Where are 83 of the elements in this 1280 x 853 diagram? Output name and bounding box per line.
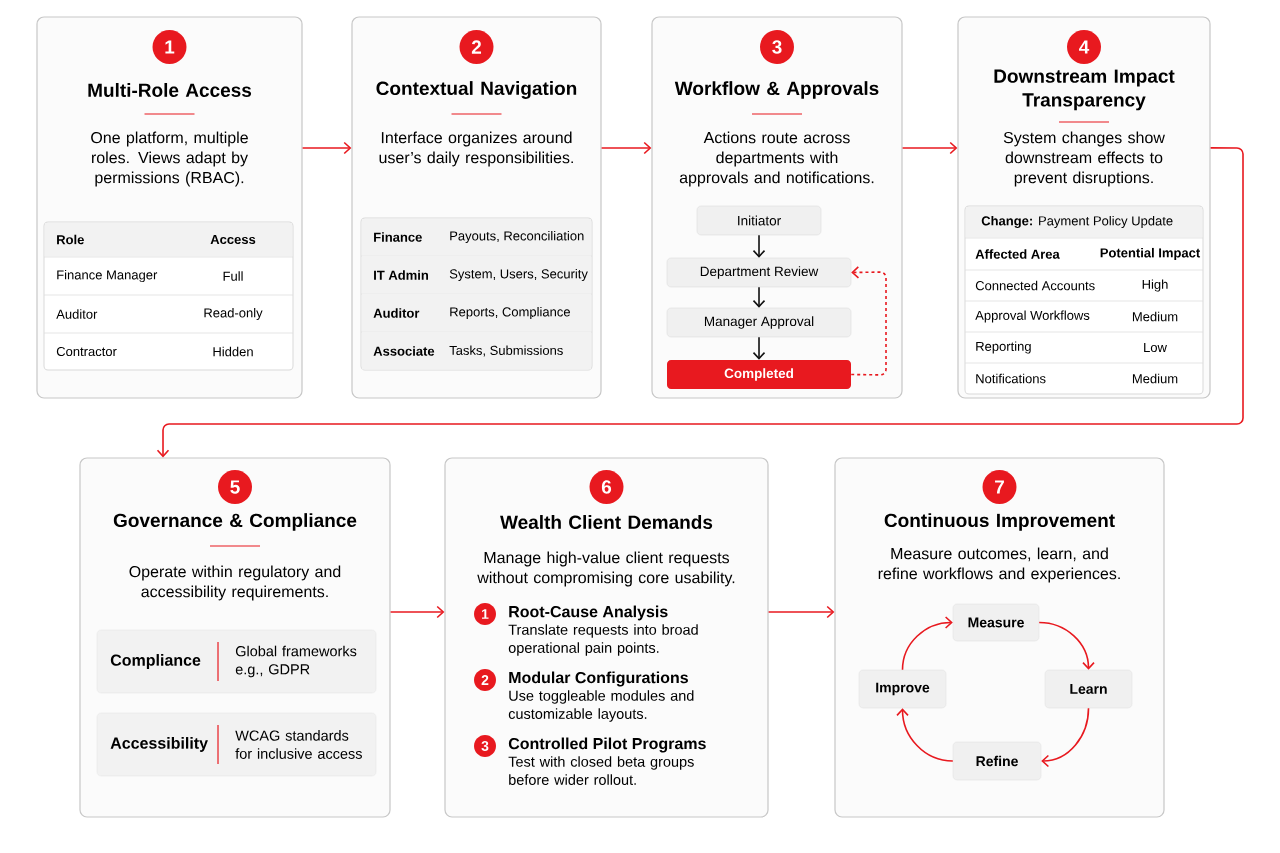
step-box: Manager Approval: [666, 307, 852, 338]
item-number: 3: [474, 735, 496, 757]
item-text: Test with closed beta groups before wider rollout.: [508, 756, 694, 785]
table-cell: Medium: [1132, 373, 1178, 384]
table-cell: Associate: [373, 346, 435, 356]
table-cell: Affected Area: [975, 249, 1060, 259]
requirement-label: Compliance: [110, 654, 201, 669]
item-number: 1: [474, 603, 496, 625]
table-cell: Full: [223, 271, 243, 281]
card-title: Workflow & Approvals: [674, 81, 879, 99]
table-cell: Low: [1144, 342, 1167, 353]
table-cell: IT Admin: [374, 270, 428, 280]
arrow: [896, 708, 954, 762]
step-number: 3: [760, 30, 794, 64]
table-cell: Finance: [374, 232, 422, 242]
card-title: Governance & Compliance: [113, 513, 357, 531]
description: One platform, multiple roles. Views adapt by permissions (RBAC).: [91, 131, 248, 187]
arrow: [901, 141, 958, 155]
table-cell: Approval Workflows: [975, 310, 1090, 323]
table-cell: Medium: [1132, 311, 1178, 322]
description: Operate within regulatory and accessibility requirements.: [129, 565, 341, 601]
item-text: Translate requests into broad operational pain points.: [508, 624, 698, 656]
arrow: [156, 147, 1244, 458]
table-cell: Hidden: [213, 346, 253, 357]
table-cell: Auditor: [56, 309, 98, 319]
table-cell: System, Users, Security: [449, 268, 588, 282]
stage-box: Refine: [952, 741, 1042, 781]
table-cell: Connected Accounts: [975, 280, 1095, 291]
table-cell: Finance Manager: [57, 269, 158, 283]
arrow: [1041, 707, 1090, 768]
table-cell: Access: [210, 234, 256, 245]
arrow: [752, 336, 766, 360]
step-number: 4: [1067, 30, 1101, 64]
card-title: Contextual Navigation: [376, 81, 577, 99]
arrow: [1038, 621, 1095, 670]
table-cell: Reports, Compliance: [450, 306, 570, 320]
description: System changes show downstream effects to prevent disruptions.: [1003, 131, 1165, 187]
description: Interface organizes around user’s daily responsibilities.: [379, 131, 573, 167]
table-cell: Read-only: [204, 307, 263, 321]
table-cell: Payouts, Reconciliation: [450, 230, 584, 244]
stage-box: Measure: [952, 603, 1040, 642]
stage-box: Learn: [1044, 669, 1133, 709]
step-number: 7: [982, 470, 1017, 504]
stage-box: Improve: [858, 669, 947, 709]
arrow: [301, 141, 352, 155]
step-box: Department Review: [666, 257, 852, 288]
table-cell: Notifications: [976, 373, 1046, 384]
item-heading: Root-Cause Analysis: [509, 605, 668, 621]
item-heading: Controlled Pilot Programs: [508, 737, 706, 753]
step-number: 2: [459, 30, 494, 64]
table-cell: Reporting: [976, 341, 1031, 354]
table-cell: Change: Payment Policy Update: [981, 215, 1173, 229]
table-cell: High: [1142, 279, 1168, 292]
arrow: [752, 286, 766, 308]
item-number: 2: [474, 669, 496, 691]
table-cell: Potential Impact: [1100, 247, 1201, 261]
arrow: [767, 605, 835, 619]
card-title: Downstream Impact Transparency: [994, 69, 1175, 111]
requirement-label: Accessibility: [110, 737, 208, 752]
table-cell: Auditor: [373, 308, 420, 318]
description: Actions route across departments with approvals and notifications.: [679, 131, 874, 187]
item-heading: Modular Configurations: [509, 671, 688, 687]
arrow: [389, 605, 445, 619]
card-title: Continuous Improvement: [884, 513, 1115, 531]
step-number: 5: [218, 470, 252, 504]
item-text: Use toggleable modules and customizable layouts.: [508, 690, 694, 722]
description: Measure outcomes, learn, and refine workflows and experiences.: [878, 547, 1120, 583]
description: Manage high-value client requests without compromising core usability.: [477, 551, 735, 587]
completed-box: Completed: [667, 360, 851, 389]
arrow: [600, 141, 652, 155]
arrow: [850, 266, 887, 376]
table-cell: Role: [57, 234, 84, 245]
table-cell: Tasks, Submissions: [449, 345, 563, 357]
requirement-text: WCAG standards for inclusive access: [235, 730, 362, 759]
step-number: 6: [589, 470, 624, 504]
requirement-text: Global frameworks e.g., GDPR: [235, 645, 357, 678]
step-box: Initiator: [696, 205, 822, 236]
arrow: [752, 234, 766, 258]
table-cell: Contractor: [56, 346, 117, 357]
card-title: Multi-Role Access: [88, 83, 252, 97]
arrow: [901, 616, 953, 671]
card-title: Wealth Client Demands: [500, 515, 713, 529]
step-number: 1: [152, 30, 187, 64]
